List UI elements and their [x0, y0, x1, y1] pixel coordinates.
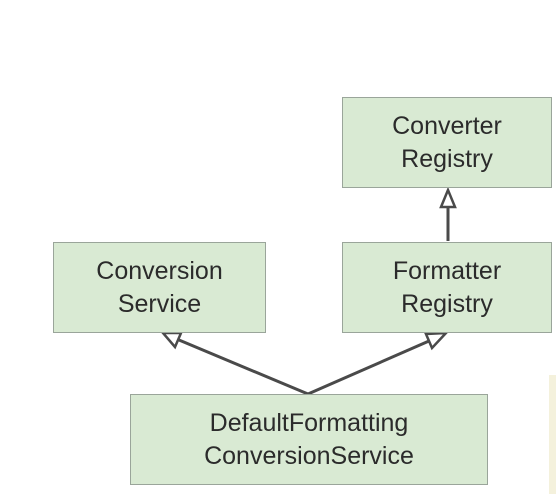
- node-default-formatting-conversion-service-line1: DefaultFormatting: [209, 408, 409, 437]
- node-default-formatting-conversion-service-line2: ConversionService: [204, 441, 414, 470]
- edge-default-to-formatter-registry: [307, 339, 430, 396]
- node-conversion-service-line2: Service: [117, 289, 202, 318]
- node-converter-registry[interactable]: Converter Registry: [342, 97, 552, 188]
- arrowhead-converter-registry-icon: [439, 186, 457, 209]
- edge-default-to-conversion-service: [178, 338, 309, 396]
- node-formatter-registry[interactable]: Formatter Registry: [342, 242, 552, 333]
- arrowhead-formatter-registry-icon: [424, 331, 450, 351]
- node-converter-registry-line1: Converter: [392, 111, 502, 140]
- node-converter-registry-line2: Registry: [401, 144, 493, 173]
- node-formatter-registry-line2: Registry: [401, 289, 493, 318]
- node-default-formatting-conversion-service[interactable]: DefaultFormatting ConversionService: [130, 394, 488, 485]
- node-conversion-service[interactable]: Conversion Service: [53, 242, 266, 333]
- edge-strip: [549, 375, 556, 494]
- node-formatter-registry-line1: Formatter: [392, 256, 502, 285]
- arrowhead-conversion-service-icon: [160, 331, 183, 350]
- node-conversion-service-line1: Conversion: [96, 256, 223, 285]
